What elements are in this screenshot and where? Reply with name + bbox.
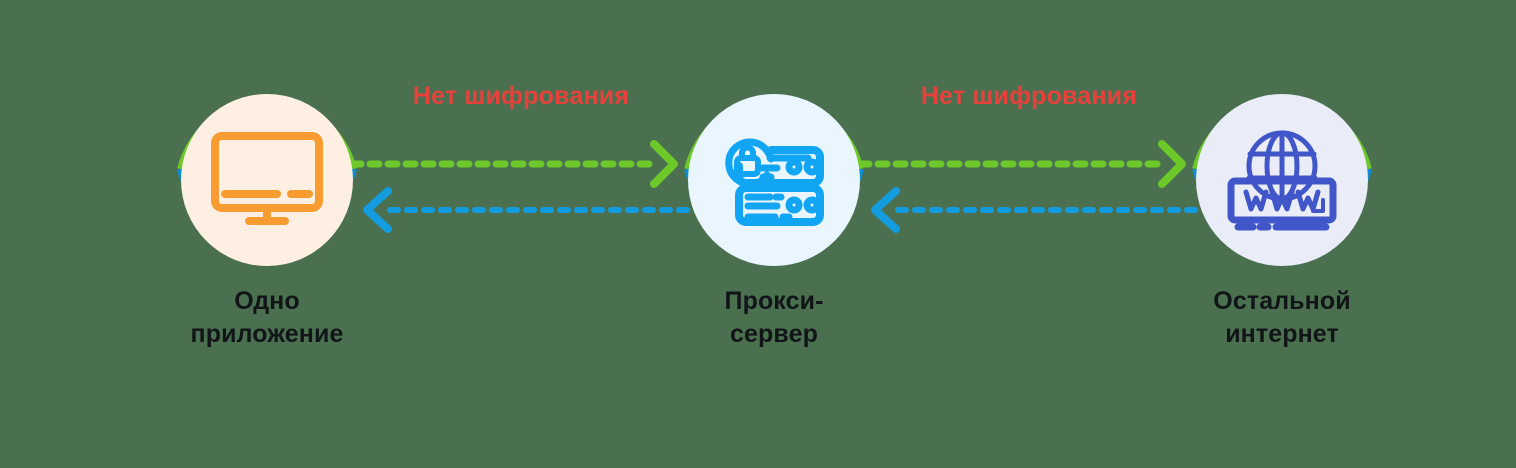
- node-caption-line-2: интернет: [1225, 320, 1339, 348]
- node-background: [181, 94, 353, 266]
- monitor-icon: [174, 87, 360, 273]
- inbound-arrowhead-icon: [871, 187, 900, 233]
- outbound-arrowhead-icon: [650, 140, 678, 188]
- inbound-arrowhead-icon: [363, 187, 392, 233]
- node-proxy-server[interactable]: Прокси- сервер: [681, 87, 867, 348]
- link-label-app-to-proxy: Нет шифрования: [412, 82, 630, 110]
- node-caption-line-1: Прокси-: [724, 287, 824, 315]
- node-caption-line-1: Одно: [234, 287, 300, 315]
- node-caption-line-2: сервер: [730, 320, 818, 348]
- secure-server-icon: [681, 87, 867, 273]
- outbound-arrowhead-icon: [1158, 140, 1186, 188]
- node-caption-line-1: Остальной: [1213, 287, 1351, 315]
- link-app-to-proxy: [348, 140, 693, 240]
- link-proxy-to-internet: [856, 140, 1201, 240]
- node-caption: Остальной интернет: [1149, 285, 1415, 351]
- link-label-proxy-to-internet: Нет шифрования: [920, 82, 1138, 110]
- node-rest-of-internet[interactable]: Остальной интернет: [1189, 87, 1375, 348]
- globe-www-icon: [1189, 87, 1375, 273]
- node-caption: Прокси- сервер: [641, 285, 907, 351]
- node-single-application[interactable]: Одно приложение: [174, 87, 360, 348]
- node-caption: Одно приложение: [134, 285, 400, 351]
- node-caption-line-2: приложение: [190, 320, 344, 348]
